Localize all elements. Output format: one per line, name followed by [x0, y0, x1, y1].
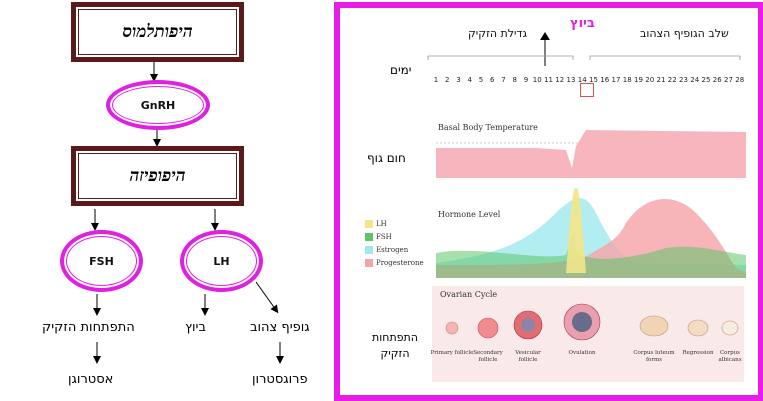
stage-regression-icon: [687, 319, 709, 337]
legend-item: FSH: [365, 231, 424, 243]
stage-label: Regression: [682, 350, 714, 356]
legend-label: FSH: [376, 233, 392, 241]
day-number: 2: [445, 76, 450, 84]
ovulation-text: ביוץ: [185, 320, 206, 335]
arrow-lh-corpus: [255, 281, 279, 314]
day-number: 11: [544, 76, 553, 84]
estrogen-text: אסטרוגן: [68, 372, 114, 387]
day-number: 26: [712, 76, 722, 84]
left-arrows: [91, 62, 284, 364]
day-number: 16: [600, 76, 610, 84]
follicle-dev-label: התפתחות הזקיק: [372, 331, 418, 360]
day-number: 7: [501, 76, 506, 84]
ovulation-title: ביוץ: [570, 16, 595, 31]
menstrual-cycle-panel: ביוץ גדילת הזקיק שלב הגופיף הצהוב ימים 1…: [334, 2, 763, 401]
pituitary-box: היפופיזה: [71, 146, 244, 206]
day-number: 28: [735, 76, 745, 84]
day-number: 14: [577, 76, 587, 84]
legend-swatch: [365, 233, 373, 241]
day-number: 13: [566, 76, 576, 84]
day-number: 10: [532, 76, 542, 84]
day-number: 21: [656, 76, 666, 84]
day-number: 9: [523, 76, 529, 84]
day-number: 1: [433, 76, 439, 84]
stage-secondary-icon: [477, 317, 499, 339]
legend-item: LH: [365, 218, 424, 230]
follicle-growth-label: גדילת הזקיק: [468, 27, 528, 40]
luteal-phase-label: שלב הגופיף הצהוב: [640, 27, 729, 40]
stage-primary-icon: [445, 321, 459, 335]
lh-label: LH: [213, 254, 230, 268]
legend-item: Estrogen: [365, 244, 424, 256]
stage-albicans-icon: [721, 320, 739, 336]
bbt-chart: [436, 130, 746, 178]
day-number: 15: [589, 76, 598, 84]
day-number: 4: [467, 76, 472, 84]
day-number: 12: [555, 76, 565, 84]
progesterone-text: פרוגסטרון: [252, 372, 308, 387]
pituitary-label: היפופיזה: [129, 166, 186, 186]
stage-label: Primary follicle: [430, 350, 474, 356]
stage-corpus-luteum-icon: [639, 315, 669, 337]
day-number: 5: [478, 76, 484, 84]
body-temp-label: חום גוף: [367, 151, 406, 165]
phase-markers: [427, 32, 741, 66]
legend-label: LH: [376, 220, 387, 228]
lh-oval: LH: [180, 230, 263, 292]
stage-label: Vesicular follicle: [515, 350, 541, 363]
bbt-title: Basal Body Temperature: [438, 123, 538, 132]
day-number: 27: [724, 76, 733, 84]
days-label: ימים: [390, 63, 412, 77]
ovarian-title: Ovarian Cycle: [440, 290, 498, 299]
legend-label: Estrogen: [376, 246, 409, 254]
stage-label: Ovulation: [568, 350, 596, 356]
legend-swatch: [365, 220, 373, 228]
gnrh-oval: GnRH: [106, 80, 210, 130]
day-number: 17: [611, 76, 621, 84]
legend-label: Progesterone: [376, 259, 424, 267]
stage-label: Corpus albicans: [718, 350, 742, 363]
legend-swatch: [365, 259, 373, 267]
ovarian-stages: [445, 303, 739, 341]
day-number: 19: [634, 76, 643, 84]
stage-label: Secondary follicle: [473, 350, 503, 363]
legend-swatch: [365, 246, 373, 254]
stage-label: Corpus luteum forms: [633, 350, 675, 363]
day-number: 25: [701, 76, 711, 84]
follicle-dev-text: התפתחות הזקיק: [42, 320, 135, 335]
day-number: 8: [512, 76, 517, 84]
day-number: 20: [645, 76, 655, 84]
day-number: 6: [490, 76, 495, 84]
day-number: 3: [456, 76, 461, 84]
gnrh-label: GnRH: [140, 98, 176, 112]
hormone-title: Hormone Level: [438, 210, 501, 219]
hormone-chart: [436, 187, 746, 278]
fsh-label: FSH: [89, 254, 114, 268]
day-number: 22: [667, 76, 677, 84]
hypothalamus-box: היפותלמוס: [71, 2, 244, 62]
day-number: 23: [679, 76, 688, 84]
fsh-oval: FSH: [60, 230, 143, 292]
day14-highlight: [580, 83, 594, 97]
corpus-luteum-text: גופיף צהוב: [250, 320, 310, 335]
legend-item: Progesterone: [365, 257, 424, 269]
day-number: 18: [622, 76, 632, 84]
hypothalamus-label: היפותלמוס: [122, 22, 193, 42]
day-number: 24: [690, 76, 700, 84]
